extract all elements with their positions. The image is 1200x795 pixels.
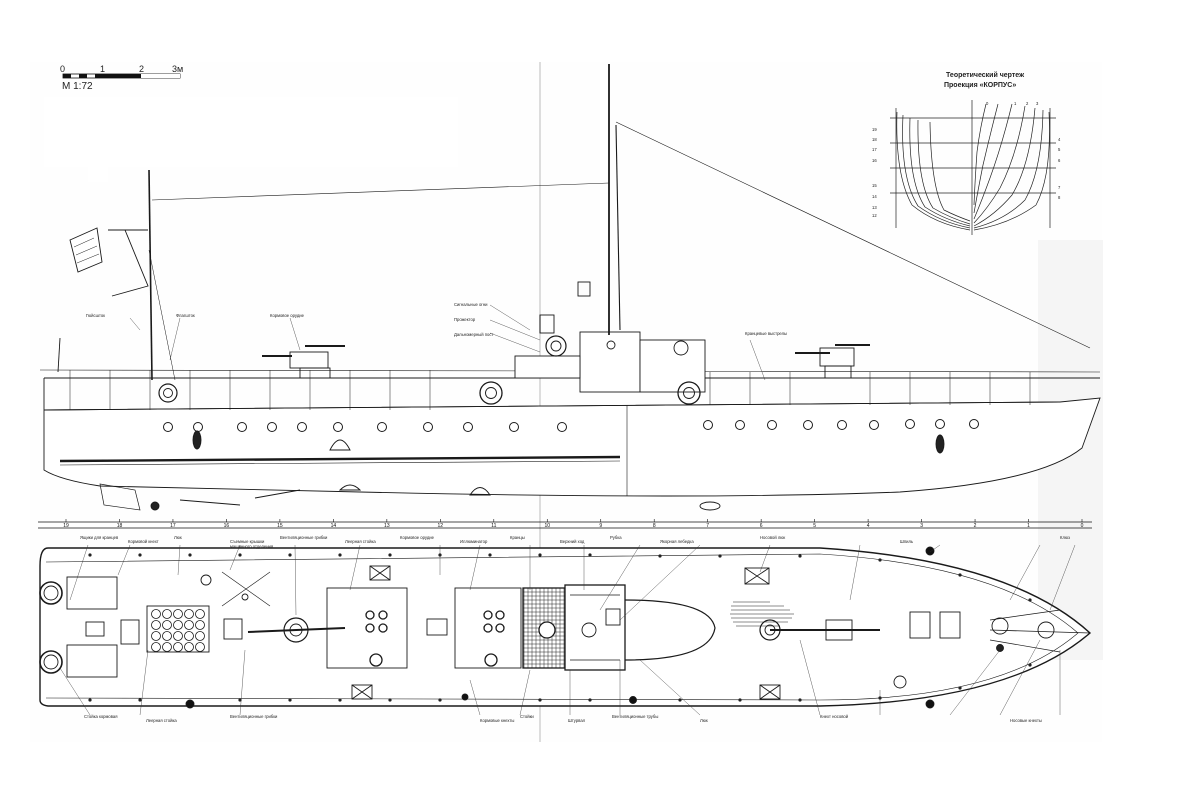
plan-bottom-label: Вентиляционные трубы	[612, 714, 659, 719]
frame-number: 7	[706, 523, 709, 529]
body-plan-left-number: 17	[872, 147, 877, 152]
scale-tick-0: 0	[60, 64, 66, 74]
body-plan-left-number: 13	[872, 205, 877, 210]
body-plan-subtitle: Проекция «КОРПУС»	[944, 82, 1017, 89]
aft-gun	[262, 345, 345, 379]
blank-panel	[44, 97, 458, 167]
body-plan	[890, 100, 1056, 235]
frame-number: 18	[117, 523, 123, 529]
plan-top-label: Иллюминатор	[460, 539, 488, 544]
plan-bottom-label: Стойка кормовая	[84, 714, 118, 719]
plan-top-label: Леерная стойка	[345, 539, 376, 544]
body-plan-top-number: 0	[986, 101, 989, 106]
plan-top-label: Вентиляционные грибки	[280, 535, 328, 540]
body-plan-right-number: 8	[1058, 195, 1061, 200]
body-plan-right-number: 5	[1058, 147, 1061, 152]
plan-bottom-label: Кормовые кнехты	[480, 718, 515, 723]
body-plan-top-number: 1	[1014, 101, 1017, 106]
frame-number: 10	[544, 523, 550, 529]
frame-number: 15	[277, 523, 283, 529]
plan-bottom-label: Леерная стойка	[146, 718, 177, 723]
body-plan-left-number: 19	[872, 127, 877, 132]
side-label: Сигнальные огни	[454, 302, 488, 307]
plan-bottom-label: Стойки	[520, 714, 534, 719]
body-plan-left-number: 12	[872, 213, 877, 218]
plan-top-label: Рубка	[610, 535, 622, 540]
side-view	[39, 64, 1101, 511]
frame-number: 12	[438, 523, 444, 529]
frame-number: 5	[813, 523, 816, 529]
flag	[69, 227, 103, 273]
body-plan-right-number: 4	[1058, 137, 1061, 142]
plan-top-label: Верхний ход	[560, 539, 585, 544]
body-plan-top-number: 3	[1036, 101, 1039, 106]
frame-number: 17	[170, 523, 176, 529]
frame-scale	[38, 521, 1092, 529]
body-plan-title: Теоретический чертеж	[946, 72, 1025, 79]
blank-tab	[88, 160, 108, 182]
plan-bottom-label: Носовые кнехты	[1010, 718, 1042, 723]
body-plan-left-number: 18	[872, 137, 877, 142]
body-plan-left-number: 15	[872, 183, 877, 188]
side-label: Дальномерный пост	[454, 332, 494, 337]
plan-bottom-label: Кнехт носовой	[820, 714, 849, 719]
frame-number: 19	[63, 523, 69, 529]
plan-view	[39, 546, 1092, 709]
scale-tick-2: 2	[139, 64, 145, 74]
scale-tick-3: 3м	[172, 64, 184, 74]
side-label: Кранцевые выстрелы	[745, 331, 788, 336]
plan-top-label: Кормовое орудие	[400, 535, 434, 540]
body-plan-left-number: 16	[872, 158, 877, 163]
frame-number: 9	[599, 523, 602, 529]
side-label: Кормовое орудие	[270, 313, 304, 318]
plan-top-label: Кранцы	[510, 535, 525, 540]
plan-top-label: Кормовой кнехт	[128, 539, 159, 544]
frame-number: 14	[331, 523, 337, 529]
frame-number: 16	[224, 523, 230, 529]
body-plan-left-number: 14	[872, 194, 877, 199]
frame-number: 3	[920, 523, 923, 529]
plan-bottom-label: Люк	[700, 718, 708, 723]
plan-top-label: Съемные крышки машинного отделения	[230, 539, 274, 549]
plan-top-label: Люк	[174, 535, 182, 540]
side-label: Флагшток	[176, 313, 195, 318]
scale-bar	[62, 73, 181, 79]
plan-top-label: Носовой люк	[760, 535, 786, 540]
plan-bottom-label: Штурвал	[568, 718, 586, 723]
frame-number: 1	[1027, 523, 1030, 529]
frame-number: 0	[1081, 523, 1084, 529]
body-plan-top-number: 2	[1026, 101, 1029, 106]
plan-top-label: Шпиль	[900, 539, 914, 544]
plan-top-label: Ящики для кранцев	[80, 535, 119, 540]
leader-lines	[59, 304, 1076, 716]
frame-number: 4	[867, 523, 870, 529]
plan-bottom-label: Вентиляционные грибки	[230, 714, 278, 719]
scale-ratio: М 1:72	[62, 81, 93, 92]
frame-number: 11	[491, 523, 496, 529]
frame-number: 2	[974, 523, 977, 529]
body-plan-right-number: 7	[1058, 185, 1061, 190]
hull-outline	[43, 378, 1101, 497]
side-label: Гюйсшток	[86, 313, 105, 318]
plan-top-label: Клюз	[1060, 535, 1070, 540]
body-plan-right-number: 6	[1058, 158, 1061, 163]
fore-gun	[795, 344, 870, 379]
frame-number: 13	[384, 523, 390, 529]
plan-top-label: Якорная лебедка	[660, 539, 694, 544]
frame-number: 6	[760, 523, 763, 529]
side-label: Прожектор	[454, 317, 476, 322]
frame-number: 8	[653, 523, 656, 529]
scale-tick-1: 1	[100, 64, 106, 74]
